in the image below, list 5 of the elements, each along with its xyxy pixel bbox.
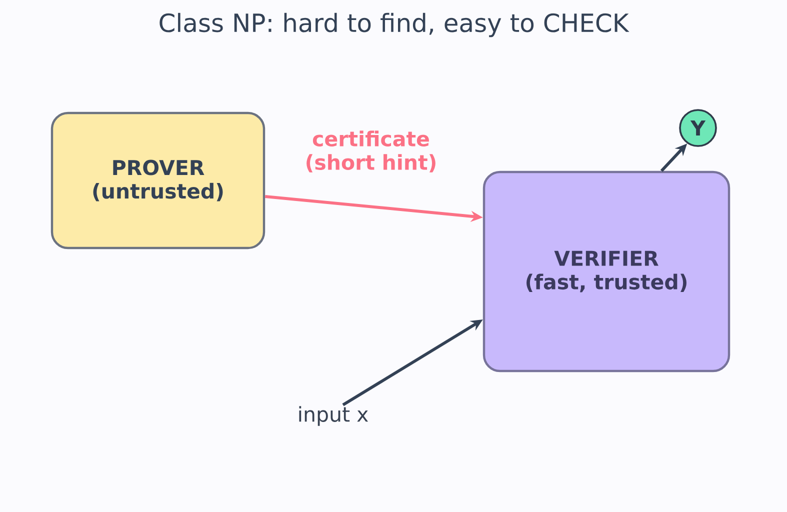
process-box: VERIFIER (fast, trusted): [482, 170, 730, 372]
process-box: PROVER (untrusted): [50, 112, 266, 250]
title: Class NP: hard to find, easy to CHECK: [160, 12, 630, 38]
input-label: input x: [299, 406, 368, 426]
edge-label: certificate (short hint): [306, 130, 436, 172]
